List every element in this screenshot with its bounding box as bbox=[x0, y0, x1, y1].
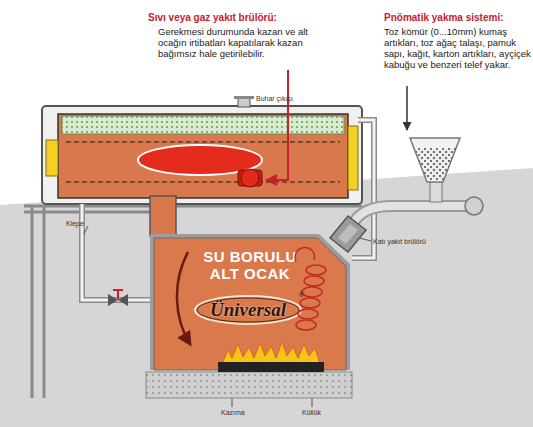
flap-valve bbox=[117, 290, 119, 300]
steam-outlet bbox=[234, 96, 254, 99]
leader-line bbox=[232, 396, 233, 407]
furnace-base bbox=[146, 372, 352, 398]
brand-logo: Üniversal bbox=[193, 294, 303, 326]
flow-arrow bbox=[302, 287, 322, 297]
flow-arrow bbox=[300, 298, 320, 308]
support-frame bbox=[24, 206, 362, 398]
flap-valve bbox=[113, 289, 123, 291]
flow-arrow bbox=[304, 276, 324, 286]
leader-line bbox=[355, 237, 371, 241]
pneumatic-feed bbox=[430, 180, 442, 202]
pneumatic-feed bbox=[410, 138, 460, 182]
leader-line bbox=[266, 70, 288, 180]
support-frame bbox=[31, 206, 34, 398]
steam-boiler bbox=[42, 106, 362, 204]
flap-valve bbox=[118, 294, 128, 306]
water-pipe bbox=[352, 120, 374, 258]
pneumatic-feed bbox=[354, 138, 483, 222]
steam-boiler bbox=[66, 181, 340, 183]
logo-oval: Üniversal bbox=[193, 294, 303, 326]
leader-line bbox=[312, 396, 313, 407]
steam-boiler bbox=[62, 116, 344, 134]
part-name: Klepe bbox=[66, 220, 84, 228]
furnace-wall bbox=[150, 234, 350, 370]
support-frame bbox=[24, 211, 150, 214]
furnace-title: SU BORULU ALT OCAK bbox=[196, 248, 304, 282]
part-name: Küllük bbox=[302, 409, 321, 417]
water-pipe bbox=[82, 204, 150, 300]
steam-outlet bbox=[238, 98, 250, 107]
water-pipe bbox=[352, 120, 374, 258]
pneumatic-feed bbox=[354, 206, 472, 222]
solid-fuel-burner bbox=[330, 216, 366, 252]
steam-boiler bbox=[241, 169, 259, 187]
grate-flames bbox=[222, 342, 320, 364]
flow-arrow bbox=[298, 309, 318, 319]
steam-boiler bbox=[58, 114, 348, 198]
flow-arrow bbox=[296, 320, 316, 330]
steam-boiler bbox=[42, 106, 362, 204]
grate-flames bbox=[218, 362, 324, 372]
steam-boiler bbox=[62, 116, 344, 134]
flap-valve bbox=[84, 226, 128, 306]
callout-note: Toz kömür (0...10mm) kumaş artıkları, to… bbox=[384, 26, 532, 70]
grate-flames bbox=[218, 342, 324, 372]
connecting-pipe bbox=[150, 196, 176, 236]
solid-fuel-burner bbox=[338, 224, 358, 244]
flap-valve bbox=[108, 294, 118, 306]
flow-arrow bbox=[306, 265, 326, 275]
background-band bbox=[0, 168, 533, 427]
flap-valve bbox=[84, 226, 88, 234]
steam-outlet bbox=[234, 96, 254, 107]
callout-heading: Sıvı veya gaz yakıt brülörü: bbox=[148, 12, 358, 24]
furnace-fill bbox=[154, 238, 346, 370]
connecting-pipe bbox=[150, 196, 176, 236]
part-name: Katı yakıt brülörü bbox=[373, 238, 426, 246]
water-pipe bbox=[82, 204, 150, 300]
part-name: Buhar çıkışı bbox=[256, 95, 293, 103]
steam-boiler bbox=[66, 141, 340, 143]
callout-heading: Pnömatik yakma sistemi: bbox=[384, 12, 532, 24]
solid-fuel-burner bbox=[330, 216, 366, 252]
registered-mark: ® bbox=[299, 291, 304, 299]
leader-line bbox=[406, 86, 408, 130]
pneumatic-feed bbox=[465, 197, 483, 215]
steam-boiler bbox=[238, 170, 262, 186]
furnace-base bbox=[146, 372, 352, 398]
flow-arrow bbox=[177, 247, 326, 344]
flow-arrow bbox=[177, 252, 190, 344]
steam-boiler bbox=[348, 126, 358, 190]
steam-boiler bbox=[46, 140, 58, 176]
part-name: Kazıma bbox=[221, 409, 245, 417]
callout-note: Gerekmesi durumunda kazan ve alt ocağın … bbox=[158, 26, 338, 59]
flow-arrow bbox=[295, 247, 314, 262]
pneumatic-feed bbox=[354, 206, 472, 222]
furnace-base bbox=[146, 372, 352, 398]
support-frame bbox=[43, 206, 46, 398]
pneumatic-feed bbox=[414, 148, 456, 180]
furnace-chamber: SU BORULU ALT OCAK Üniversal bbox=[148, 232, 352, 372]
